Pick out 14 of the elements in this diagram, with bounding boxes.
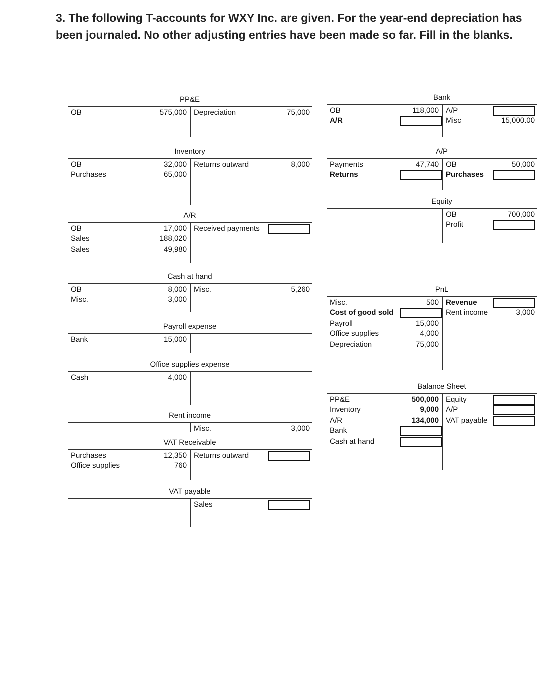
t-account: [327, 92, 537, 137]
t-account: [327, 382, 537, 470]
t-account: [68, 147, 312, 205]
t-account: [68, 411, 312, 432]
t-account: [327, 147, 537, 190]
t-account: [327, 284, 537, 370]
t-account: [68, 322, 312, 353]
question-text: 3. The following T-accounts for WXY Inc. are given. For the year-end depreciation has been journaled. No other adjusting entries have been made so far. Fill in the blanks.: [56, 12, 524, 44]
t-account: [68, 210, 312, 263]
t-account: [68, 360, 312, 405]
t-account: [68, 438, 312, 480]
t-account: [327, 196, 537, 243]
t-account: [68, 487, 312, 527]
t-account: [68, 272, 312, 312]
